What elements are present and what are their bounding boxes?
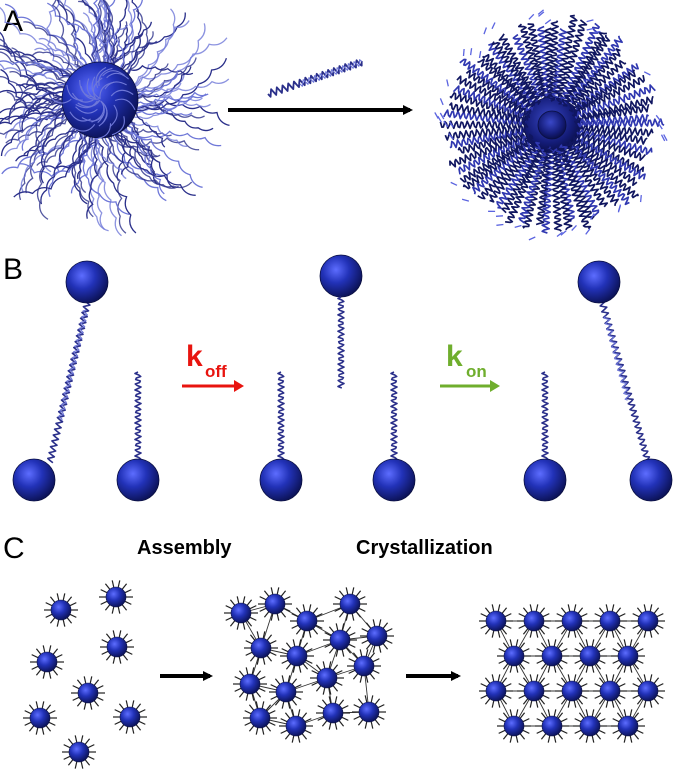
on-rate-k: k — [446, 340, 463, 373]
on-rate-subscript: on — [466, 362, 487, 381]
disordered-particles — [23, 580, 147, 769]
on-arrow-head-icon — [490, 380, 500, 392]
crystal-lattice — [479, 604, 665, 743]
dna-grafted-nanoparticle-icon — [0, 0, 230, 237]
panel-c-label: C — [3, 532, 25, 565]
off-rate-label: k off — [186, 340, 227, 381]
on-rate-label: k on — [446, 340, 487, 381]
crystallization-label: Crystallization — [356, 537, 493, 559]
off-rate-subscript: off — [205, 362, 227, 381]
dna-linker-icon — [267, 59, 363, 98]
amorphous-aggregate — [224, 587, 394, 743]
panel-b-label: B — [3, 253, 23, 286]
off-arrow-head-icon — [234, 380, 244, 392]
hybridization-kinetics-diagram — [12, 254, 673, 502]
off-rate-k: k — [186, 340, 203, 373]
assembly-label: Assembly — [137, 537, 232, 559]
hybridized-nanoparticle-icon — [434, 9, 668, 241]
